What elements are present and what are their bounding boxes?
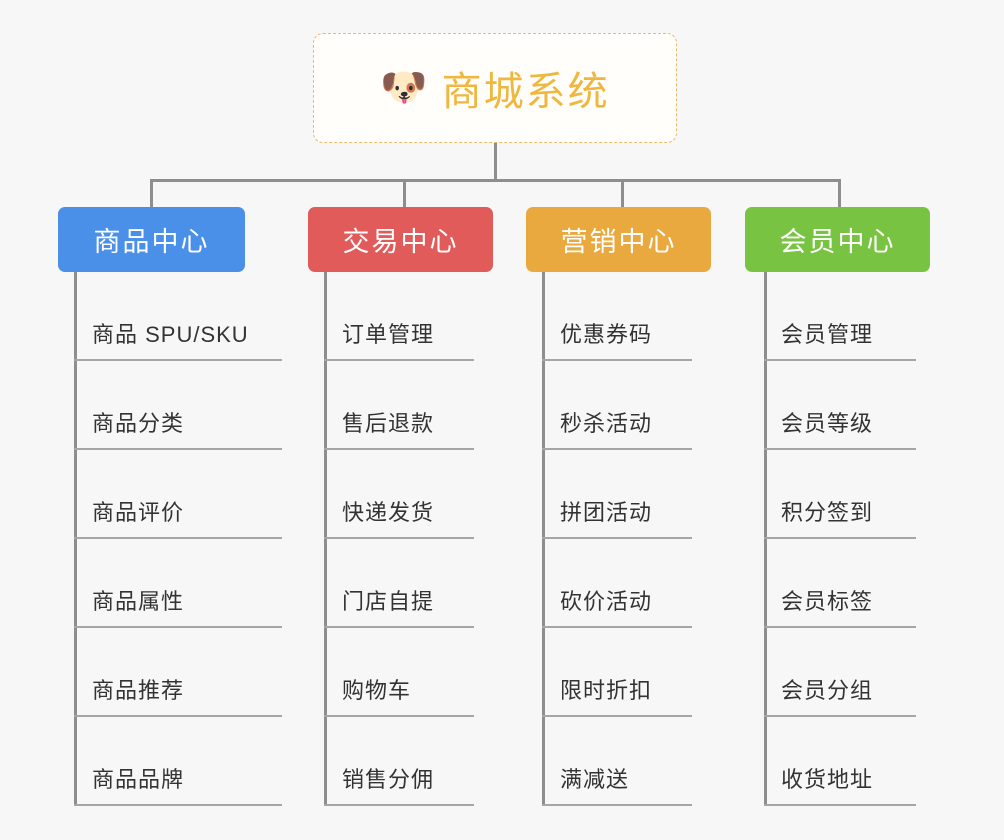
branch-header-label: 交易中心 [342,227,459,257]
leaf-item-label: 门店自提 [342,589,435,614]
leaf-item-underline [324,448,474,450]
branch-rail-3 [542,272,545,806]
leaf-item-label: 销售分佣 [342,767,435,792]
leaf-item-label: 会员分组 [781,678,874,703]
leaf-item-label: 优惠券码 [560,322,653,347]
leaf-item-underline [74,715,282,717]
leaf-item-underline [74,448,282,450]
branch-column-1: 商品中心商品 SPU/SKU 商品分类商品评价商品属性商品推荐商品品牌 [58,207,282,806]
leaf-item-label: 售后退款 [342,411,435,436]
leaf-item-underline [324,804,474,806]
leaf-item-underline [74,626,282,628]
dog-face-icon: 🐶 [380,67,428,109]
leaf-item-label: 满减送 [560,767,630,792]
connector-drop-3 [621,179,624,208]
leaf-item-label: 商品推荐 [92,678,185,703]
root-title: 商城系统 [441,70,610,114]
leaf-item-underline [324,359,474,361]
leaf-item-label: 积分签到 [781,500,874,525]
branch-header-label: 商品中心 [93,227,210,257]
leaf-item-underline [324,626,474,628]
leaf-item-underline [542,804,692,806]
leaf-item-label: 快递发货 [342,500,435,525]
leaf-item-label: 商品属性 [92,589,185,614]
branch-header-3[interactable]: 营销中心 [526,207,711,272]
leaf-item-label: 商品 SPU/SKU [92,322,249,347]
leaf-item-label: 商品评价 [92,500,185,525]
leaf-item-underline [764,626,916,628]
branch-rail-4 [764,272,767,806]
leaf-item-underline [542,626,692,628]
branch-rail-2 [324,272,327,806]
leaf-item-underline [764,448,916,450]
branch-rail-1 [74,272,77,806]
leaf-item-underline [74,359,282,361]
leaf-item-underline [764,359,916,361]
branch-header-4[interactable]: 会员中心 [745,207,930,272]
leaf-item-label: 会员管理 [781,322,874,347]
leaf-item-label: 商品分类 [92,411,185,436]
leaf-item-underline [542,537,692,539]
leaf-item-underline [764,537,916,539]
leaf-item-underline [542,448,692,450]
branch-column-2: 交易中心订单管理售后退款快递发货门店自提购物车销售分佣 [308,207,493,806]
leaf-item-label: 会员标签 [781,589,874,614]
connector-drop-1 [150,179,153,208]
connector-horizontal-bus [150,179,841,182]
leaf-item-label: 限时折扣 [560,678,653,703]
branch-header-2[interactable]: 交易中心 [308,207,493,272]
leaf-item-label: 会员等级 [781,411,874,436]
leaf-item-label: 订单管理 [342,322,435,347]
branch-column-4: 会员中心会员管理会员等级积分签到会员标签会员分组收货地址 [745,207,930,806]
leaf-item-underline [324,715,474,717]
leaf-item-underline [764,804,916,806]
leaf-item-label: 购物车 [342,678,412,703]
leaf-item-underline [74,804,282,806]
leaf-item-underline [764,715,916,717]
leaf-item-underline [74,537,282,539]
branch-header-label: 营销中心 [560,227,677,257]
leaf-item-underline [324,537,474,539]
leaf-item-label: 收货地址 [781,767,874,792]
connector-root-stem [494,143,497,181]
leaf-item-label: 秒杀活动 [560,411,653,436]
connector-drop-2 [403,179,406,208]
branch-header-1[interactable]: 商品中心 [58,207,245,272]
connector-drop-4 [838,179,841,208]
leaf-item-underline [542,359,692,361]
branch-header-label: 会员中心 [779,227,896,257]
leaf-item-label: 拼团活动 [560,500,653,525]
branch-column-3: 营销中心优惠券码秒杀活动拼团活动砍价活动限时折扣满减送 [526,207,711,806]
root-node[interactable]: 🐶 商城系统 [313,33,677,143]
leaf-item-label: 砍价活动 [560,589,653,614]
leaf-item-underline [542,715,692,717]
leaf-item-label: 商品品牌 [92,767,185,792]
